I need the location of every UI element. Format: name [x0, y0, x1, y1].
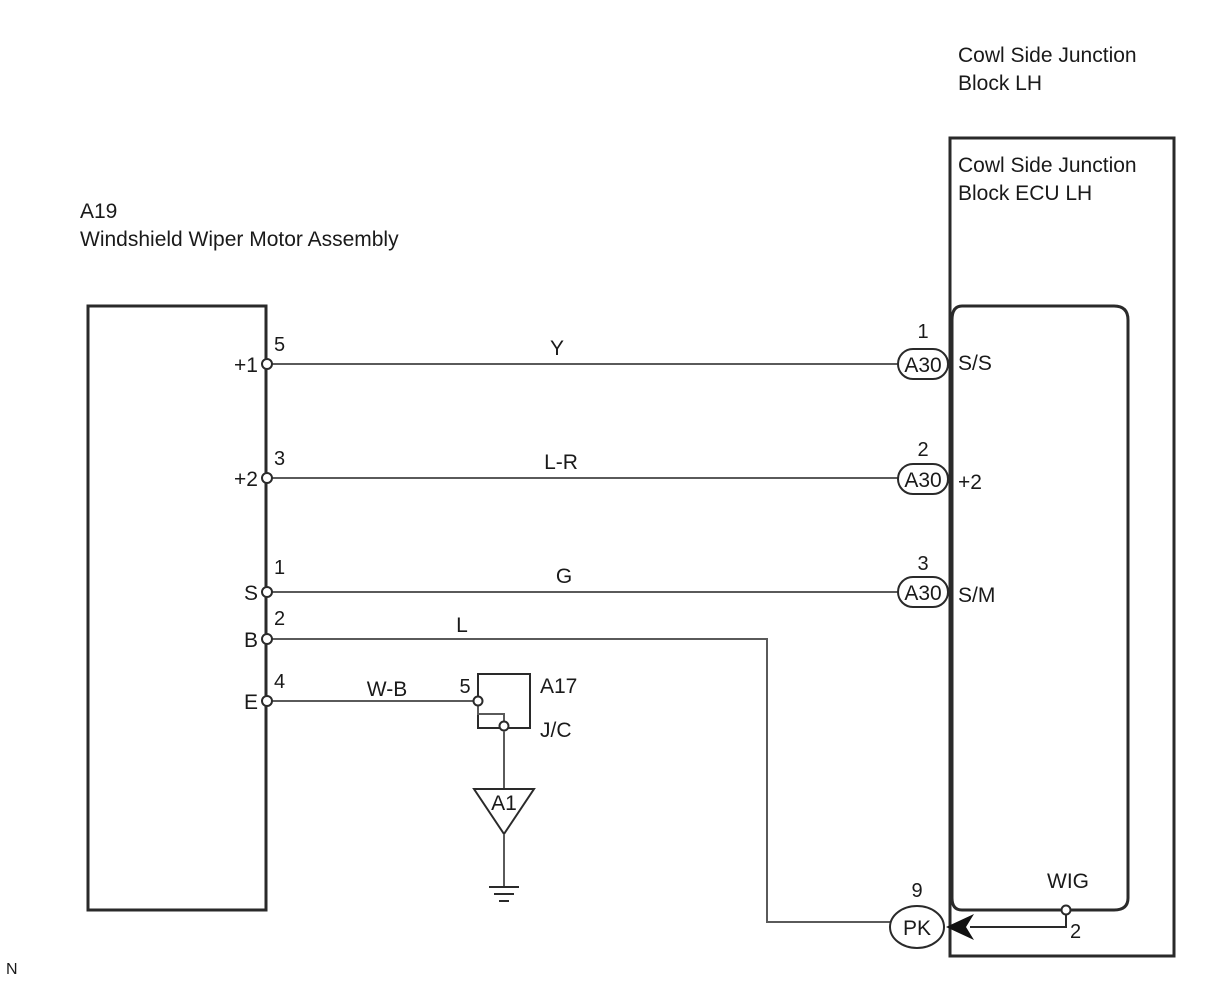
motor-pin-name: B — [244, 629, 258, 652]
motor-terminal-e — [261, 695, 273, 707]
connector-arrow-icon — [946, 914, 974, 940]
junction-terminal-out — [498, 720, 510, 732]
wire-color-label: L-R — [544, 451, 578, 474]
wire-color-label: G — [556, 565, 572, 588]
ecu-terminal-label: S/M — [958, 584, 995, 607]
motor-pin-number: 4 — [274, 671, 285, 693]
connector-id: A30 — [904, 354, 941, 377]
ecu-terminal-label: S/S — [958, 352, 992, 375]
connector-pin-number: 3 — [917, 553, 928, 575]
motor-pin-number: 5 — [274, 334, 285, 356]
junction-internal-wire — [477, 701, 505, 726]
junction-type: J/C — [540, 719, 572, 742]
wig-terminal — [1060, 904, 1072, 916]
motor-pin-name: +2 — [234, 468, 258, 491]
motor-terminal-s — [261, 586, 273, 598]
motor-pin-name: E — [244, 691, 258, 714]
connector-a30-pin3 — [897, 576, 949, 608]
ground-point-id: A1 — [491, 792, 517, 815]
connector-id: A30 — [904, 469, 941, 492]
ecu-title-line2: Block ECU LH — [958, 182, 1092, 205]
junction-id: A17 — [540, 675, 577, 698]
connector-pin-number: 1 — [917, 321, 928, 343]
connector-pin-number: 9 — [911, 880, 922, 902]
ground-icon — [489, 886, 519, 902]
motor-name: Windshield Wiper Motor Assembly — [80, 228, 399, 251]
motor-pin-number: 3 — [274, 448, 285, 470]
footer-mark: N — [6, 961, 18, 978]
connector-a30-pin2 — [897, 463, 949, 495]
wig-internal-wire — [970, 910, 1067, 928]
ecu-pin-number: 2 — [1070, 921, 1081, 943]
connector-id: A30 — [904, 582, 941, 605]
ecu-inner-box — [950, 304, 1130, 912]
junction-connector-a17 — [477, 673, 531, 729]
wire-color-label: Y — [550, 337, 564, 360]
motor-id: A19 — [80, 200, 117, 223]
connector-id: PK — [903, 917, 931, 940]
junction-block-box — [948, 136, 1176, 958]
motor-terminal-plus2 — [261, 472, 273, 484]
motor-pin-number: 2 — [274, 608, 285, 630]
connector-a30-pin1 — [897, 348, 949, 380]
connector-pk — [889, 905, 945, 949]
motor-pin-name: S — [244, 582, 258, 605]
motor-terminal-plus1 — [261, 358, 273, 370]
wire-color-label: L — [456, 614, 468, 637]
ground-point-triangle — [472, 788, 536, 836]
connector-pin-number: 2 — [917, 439, 928, 461]
junction-terminal-in — [472, 695, 484, 707]
junction-pin-number: 5 — [459, 676, 470, 698]
motor-terminal-b — [261, 633, 273, 645]
ecu-terminal-label: +2 — [958, 471, 982, 494]
junction-block-title-line1: Cowl Side Junction — [958, 44, 1137, 67]
junction-block-title-line2: Block LH — [958, 72, 1042, 95]
wire-color-label: W-B — [367, 678, 407, 701]
motor-pin-name: +1 — [234, 354, 258, 377]
wire-l — [272, 638, 892, 923]
motor-pin-number: 1 — [274, 557, 285, 579]
ecu-title-line1: Cowl Side Junction — [958, 154, 1137, 177]
ecu-terminal-label: WIG — [1047, 870, 1089, 893]
wiper-motor-box — [86, 304, 268, 912]
